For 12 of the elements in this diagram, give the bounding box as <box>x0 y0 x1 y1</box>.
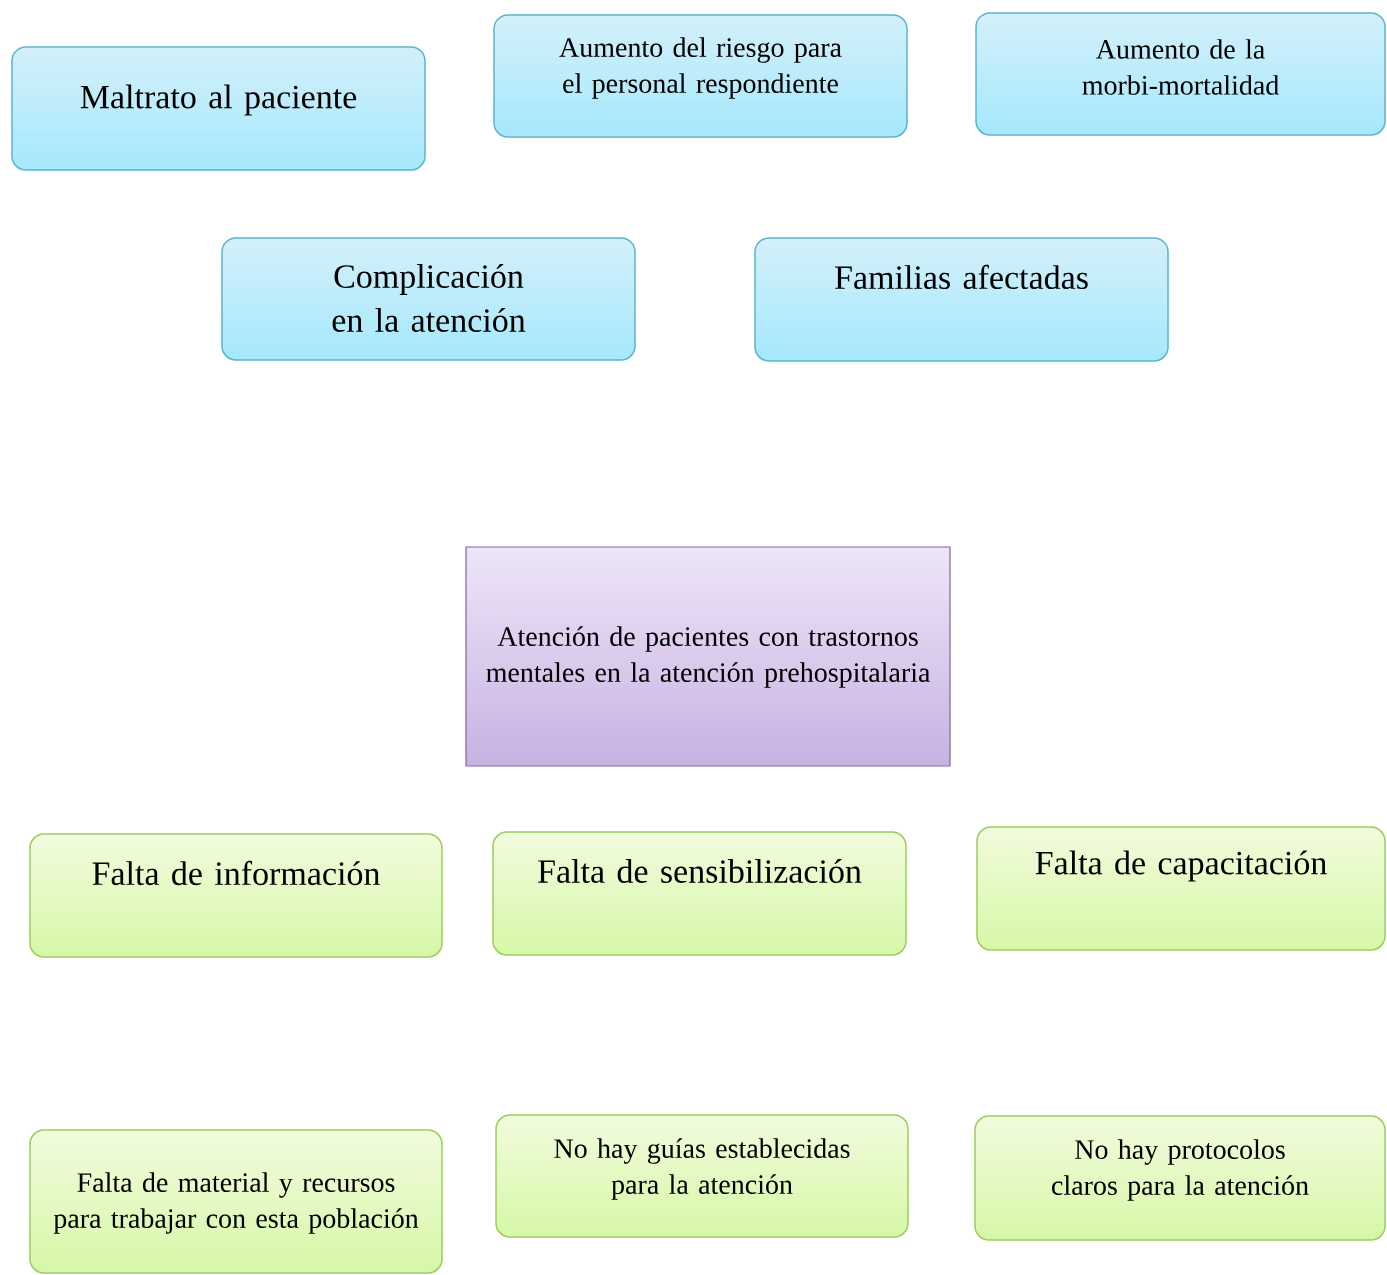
rounded-box: Aumento de la morbi-mortalidad <box>975 12 1386 136</box>
rounded-box: Complicación en la atención <box>221 237 636 361</box>
rounded-box: No hay protocolos claros para la atención <box>974 1115 1386 1241</box>
rounded-box: Falta de material y recursos para trabajar con esta población <box>29 1129 443 1274</box>
rounded-box: Falta de capacitación <box>976 826 1386 951</box>
rounded-box: Aumento del riesgo para el personal respondiente <box>493 14 908 138</box>
rounded-box: Falta de sensibilización <box>492 831 907 956</box>
rounded-box: Falta de información <box>29 833 443 958</box>
rectangle-box: Atención de pacientes con trastornos mentales en la atención prehospitalaria <box>465 546 951 767</box>
rounded-box: Maltrato al paciente <box>11 46 426 171</box>
rounded-box: Familias afectadas <box>754 237 1169 362</box>
rounded-box: No hay guías establecidas para la atención <box>495 1114 909 1238</box>
